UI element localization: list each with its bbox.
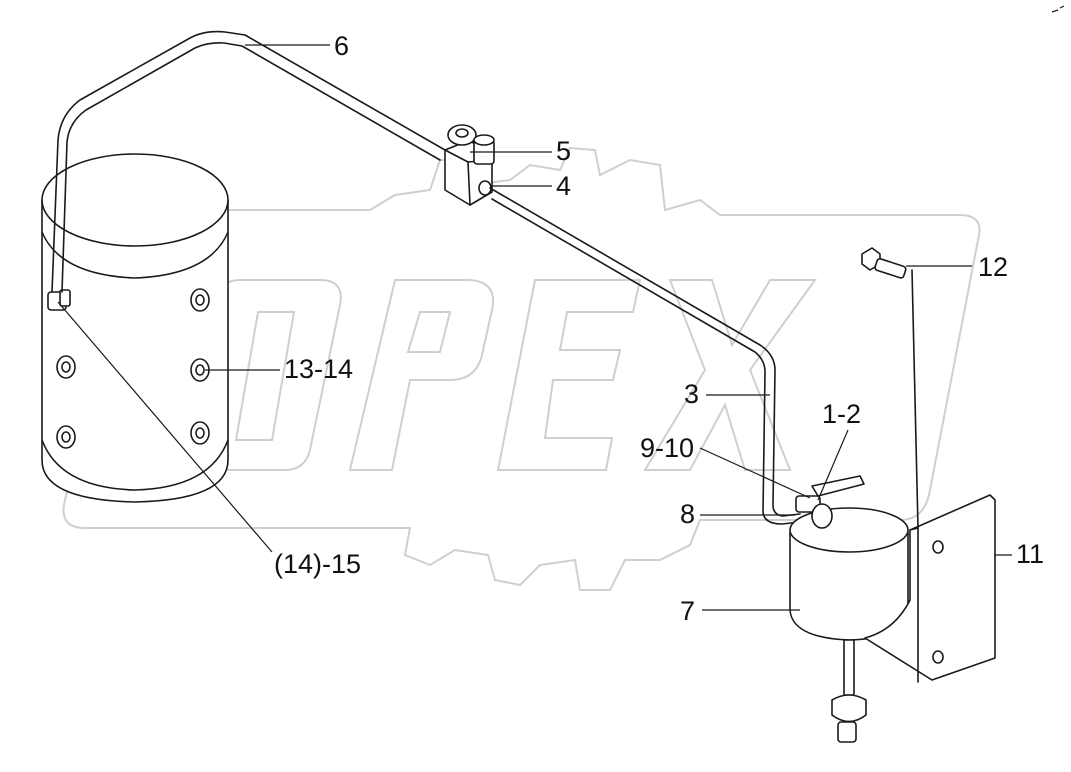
valve-block xyxy=(444,124,495,206)
callout-11: 11 xyxy=(1016,539,1044,569)
callouts: 6 5 4 12 13-14 3 1-2 9-10 8 11 (14)-15 7 xyxy=(274,31,1044,626)
callout-14-15: (14)-15 xyxy=(274,549,361,579)
callout-6: 6 xyxy=(334,31,349,61)
callout-12: 12 xyxy=(978,252,1008,282)
leader-lines xyxy=(57,44,1012,611)
callout-5: 5 xyxy=(556,136,571,166)
air-tank xyxy=(41,153,229,503)
pipe-6 xyxy=(51,30,446,293)
callout-3: 3 xyxy=(684,379,699,409)
callout-7: 7 xyxy=(680,596,695,626)
callout-13-14: 13-14 xyxy=(284,354,353,384)
corner-marks xyxy=(1051,5,1065,13)
callout-8: 8 xyxy=(680,499,695,529)
callout-1-2: 1-2 xyxy=(822,399,861,429)
callout-9-10: 9-10 xyxy=(640,433,694,463)
callout-4: 4 xyxy=(556,171,571,201)
fittings-1-2-8-9-10 xyxy=(795,475,865,529)
tank-mounting-bolts xyxy=(56,288,210,449)
bracket-11 xyxy=(864,494,996,683)
bolt-12 xyxy=(861,247,919,529)
watermark-text xyxy=(183,279,817,471)
tank-elbow-fitting xyxy=(47,289,71,311)
pipe-3 xyxy=(489,187,801,525)
